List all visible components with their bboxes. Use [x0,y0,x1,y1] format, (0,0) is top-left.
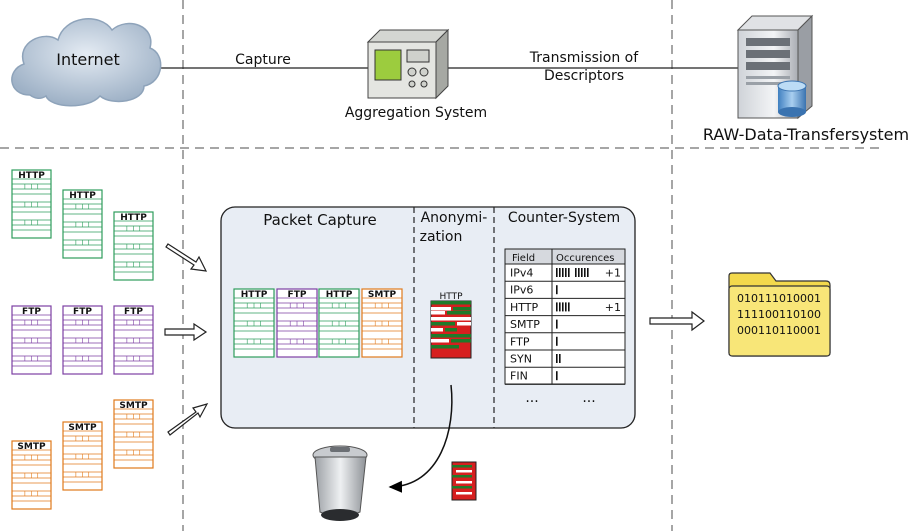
table-field-4: FTP [510,335,530,348]
packet-label: HTTP [69,191,96,201]
capture-label: Capture [235,52,291,68]
packet-smtp: SMTP [113,399,154,469]
table-field-3: SMTP [510,318,540,331]
tally-mark [562,268,564,277]
packet-label: FTP [288,290,307,300]
packet-smtp: SMTP [11,440,52,510]
tally-mark [578,268,580,277]
raw-system-label: RAW-Data-Transfersystem [703,125,909,144]
tally-mark [556,319,558,329]
tally-mark [559,302,561,312]
packet-label: SMTP [17,442,46,452]
packet-ftp: FTP [62,305,103,375]
packet-ftp: FTP [113,305,154,375]
counter-table: Field Occurences IPv4+1IPv6HTTP+1SMTPFTP… [504,248,626,385]
table-field-5: SYN [510,353,532,366]
cloud-icon [11,18,162,107]
internet-label: Internet [56,50,120,69]
packet-label: FTP [124,307,143,317]
tally-mark [562,302,564,312]
captured-packet-http: HTTP [233,288,275,358]
packet-ftp: FTP [11,305,52,375]
tally-mark [565,302,567,312]
anonymization-title-1: Anonymi- [421,210,488,226]
tally-mark [559,354,561,363]
anonymization-title-2: zation [420,229,463,245]
packet-http: HTTP [62,189,103,259]
tally-mark [584,268,586,277]
file-bits-2: 111100110100 [737,308,821,321]
tally-mark [556,371,558,381]
counter-system-title: Counter-System [508,210,620,226]
anon-packet-label: HTTP [439,292,463,302]
packet-label: FTP [22,307,41,317]
tally-mark [556,302,558,312]
input-arrows [164,243,209,436]
discarded-packet [451,461,477,501]
packet-smtp: SMTP [62,421,103,491]
aggregation-system-icon [366,28,450,100]
packet-stacks: HTTP HTTP HTTP FTP FTP FTP SMTP SMTP SMTP [11,169,154,510]
packet-label: HTTP [326,290,353,300]
packet-label: HTTP [241,290,268,300]
table-field-6: FIN [510,370,528,383]
table-header-field: Field [512,253,535,264]
tally-mark [565,268,567,277]
captured-packet-http: HTTP [318,288,360,358]
tally-mark [556,268,558,277]
transmission-label-2: Descriptors [544,68,624,84]
database-icon [777,80,807,117]
anonymized-packet: HTTP [430,292,472,359]
separators [0,0,880,531]
packet-label: HTTP [120,213,147,223]
tally-mark [559,268,561,277]
packet-label: SMTP [68,423,97,433]
table-field-1: IPv6 [510,284,533,297]
packet-label: FTP [73,307,92,317]
increment-label: +1 [605,267,621,280]
packet-label: SMTP [119,401,148,411]
tally-mark [556,354,558,363]
captured-packet-ftp: FTP [276,288,318,358]
tally-mark [568,302,570,312]
file-bits-3: 000110110001 [737,324,821,337]
tally-mark [575,268,577,277]
tally-mark [556,336,558,346]
tally-mark [587,268,589,277]
transmission-label-1: Transmission of [529,50,639,66]
table-field-2: HTTP [510,301,539,314]
packet-label: SMTP [368,290,397,300]
packet-http: HTTP [113,211,154,281]
increment-label: +1 [605,301,621,314]
trash-bin-icon [312,445,368,521]
file-bits-1: 010111010001 [737,292,821,305]
ellipsis-right: ... [582,390,595,406]
packet-capture-title: Packet Capture [263,211,376,229]
output-arrow [649,310,705,332]
tally-mark [568,268,570,277]
table-header-occurences: Occurences [556,253,614,264]
discard-arrow [388,384,453,493]
packet-label: HTTP [18,171,45,181]
ellipsis-left: ... [525,390,538,406]
captured-packet-smtp: SMTP [361,288,403,358]
tally-mark [556,285,558,295]
captured-packets: HTTP FTP HTTP SMTP [233,288,403,358]
folder-icon [728,272,831,357]
aggregation-label: Aggregation System [345,105,487,121]
packet-http: HTTP [11,169,52,239]
table-field-0: IPv4 [510,267,533,280]
tally-mark [581,268,583,277]
